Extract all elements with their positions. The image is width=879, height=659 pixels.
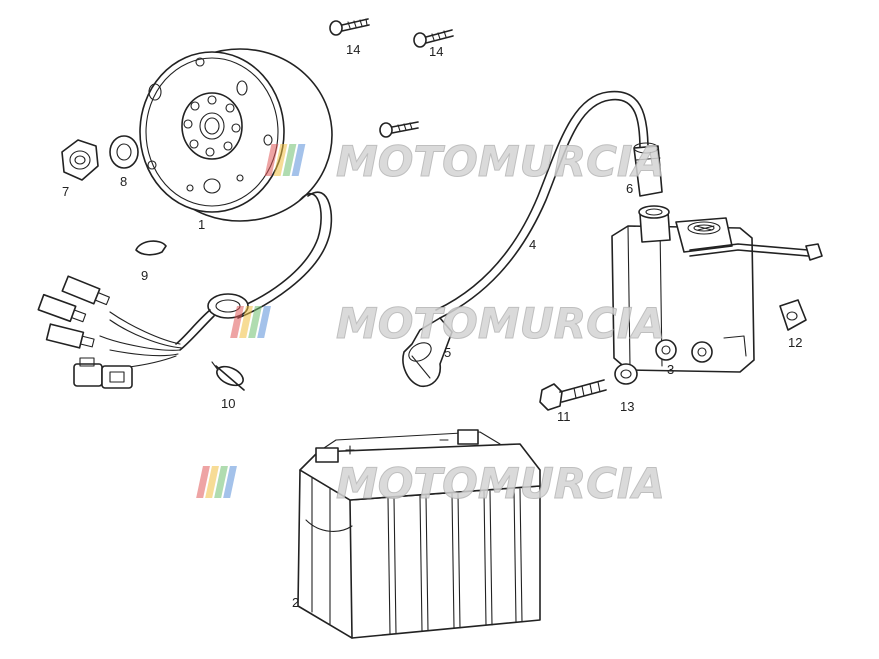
fixing-screw (413, 29, 454, 48)
watermark-stripe (214, 466, 228, 498)
svg-text:MOTOMURCIA: MOTOMURCIA (336, 299, 665, 348)
part-label-14-a: 14 (346, 42, 360, 57)
watermark: MOTOMURCIA (196, 459, 666, 509)
watermark-stripe (291, 144, 306, 176)
ignition-coil-cdi-unit (611, 205, 823, 373)
spark-plug-cap (402, 317, 453, 388)
watermark-stripe (230, 306, 244, 338)
part-label-9: 9 (141, 268, 148, 283)
connector-terminal (61, 275, 110, 306)
part-label-5: 5 (444, 345, 451, 360)
watermark-stripe (223, 466, 237, 498)
watermark-stripe (196, 466, 210, 498)
part-label-7: 7 (62, 184, 69, 199)
svg-text:MOTOMURCIA: MOTOMURCIA (336, 137, 665, 186)
watermark: MOTOMURCIA (230, 299, 666, 349)
fixing-screw (379, 121, 419, 138)
svg-text:MOTOMURCIA: MOTOMURCIA (336, 459, 665, 508)
watermark-stripe (282, 144, 297, 176)
flywheel-rotor (139, 48, 333, 222)
watermark-stripe (239, 306, 253, 338)
part-label-8: 8 (120, 174, 127, 189)
part-label-4: 4 (529, 237, 536, 252)
watermark-stripe (248, 306, 262, 338)
part-label-12: 12 (788, 335, 802, 350)
watermark-stripe (205, 466, 219, 498)
woodruff-key (135, 240, 167, 256)
high-tension-lead (435, 90, 649, 319)
watermark-stripe (273, 144, 288, 176)
stator-wiring-harness (37, 191, 333, 389)
connector-terminal (37, 293, 87, 323)
watermark-stripe (264, 144, 279, 176)
battery (297, 429, 541, 639)
suppressor-cap (633, 142, 663, 197)
cable-clip (211, 361, 245, 391)
part-label-2: 2 (292, 595, 299, 610)
part-label-14-b: 14 (429, 44, 443, 59)
flywheel-nut (61, 139, 99, 181)
coil-washer (614, 363, 638, 385)
speed-nut-clip (779, 299, 807, 331)
part-label-10: 10 (221, 396, 235, 411)
watermark-stripe (257, 306, 271, 338)
part-label-1: 1 (198, 217, 205, 232)
part-label-13: 13 (620, 399, 634, 414)
coil-fixing-bolt (539, 379, 607, 411)
watermark: MOTOMURCIA (264, 137, 666, 187)
fixing-screw (329, 18, 370, 36)
part-label-6: 6 (626, 181, 633, 196)
part-label-3: 3 (667, 362, 674, 377)
connector-terminal (45, 323, 95, 349)
part-label-11: 11 (557, 409, 571, 424)
connector-plug (73, 357, 133, 389)
flywheel-washer (109, 135, 139, 169)
